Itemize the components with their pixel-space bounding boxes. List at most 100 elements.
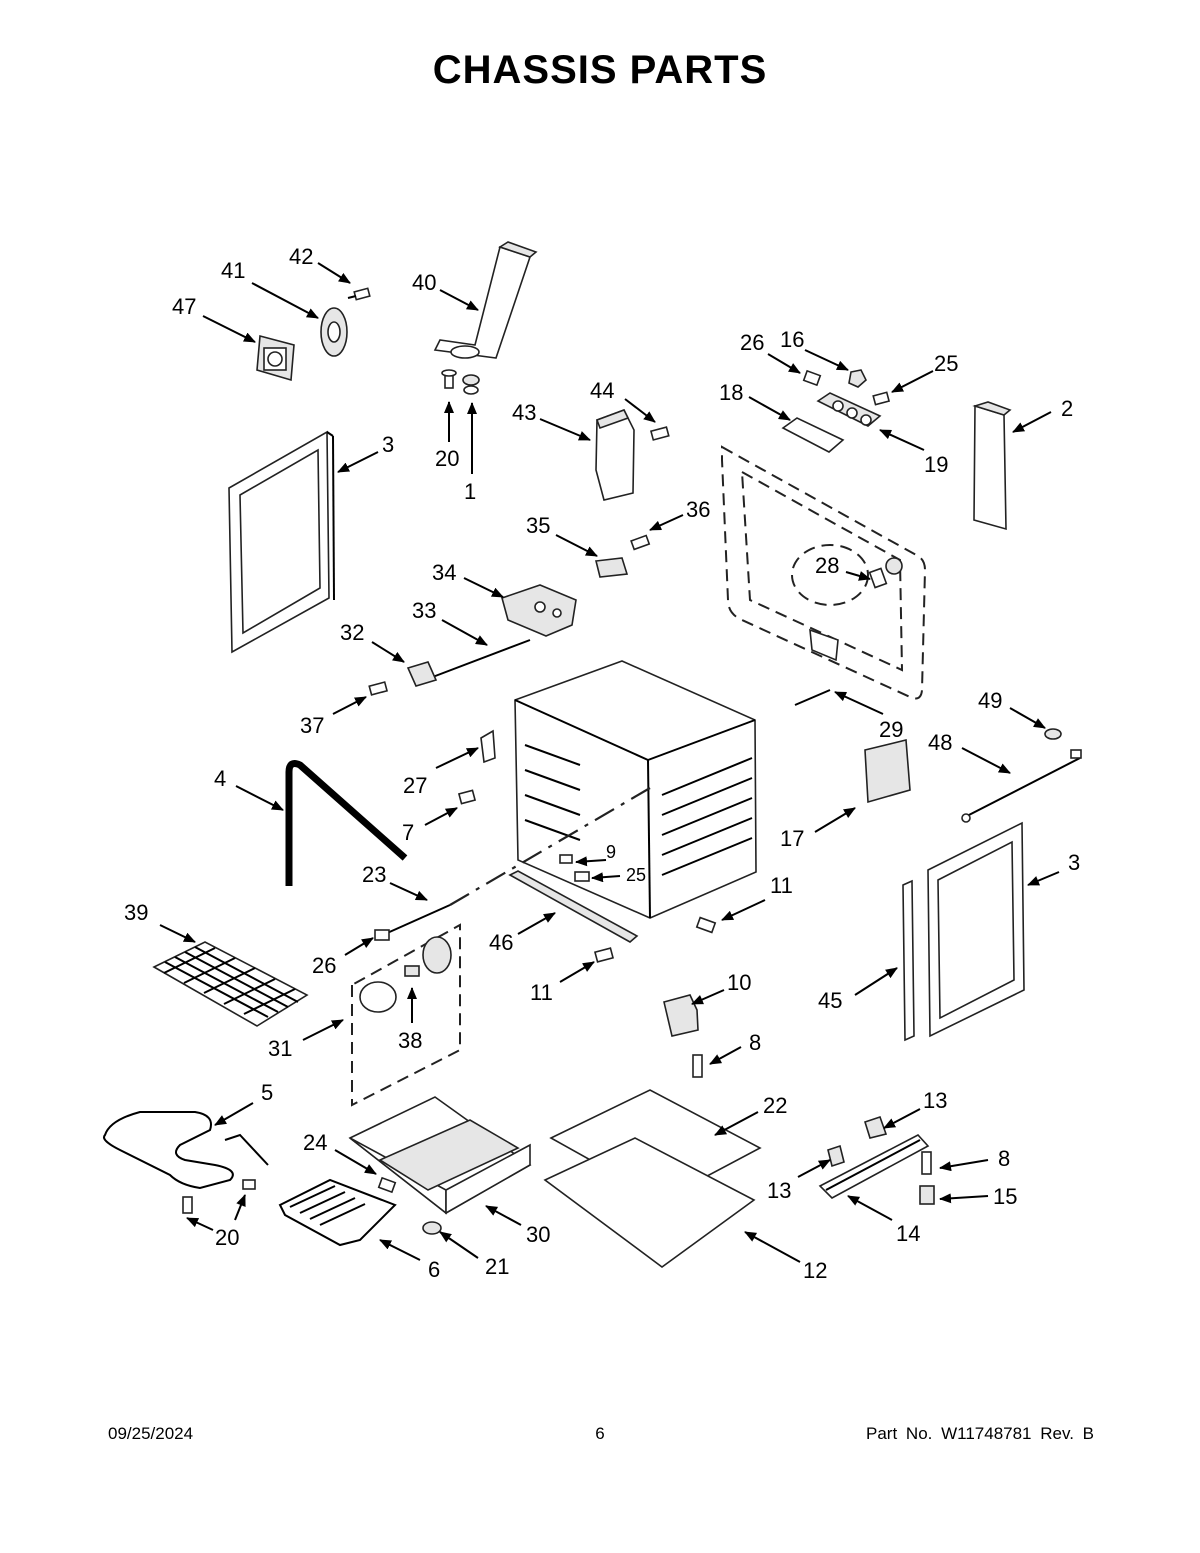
- part-rear-panel-dashed: [721, 445, 927, 700]
- callout-9: 9: [606, 842, 616, 862]
- callout-7: 7: [402, 820, 414, 845]
- callout-11-lower: 11: [530, 980, 553, 1005]
- part-23-rod: [384, 904, 451, 935]
- callout-16: 16: [780, 327, 804, 352]
- part-13-clip-upper: [864, 1115, 888, 1139]
- callout-30: 30: [526, 1222, 550, 1247]
- footer-date: 09/25/2024: [108, 1424, 194, 1443]
- callout-8-mid: 8: [749, 1030, 761, 1055]
- callout-18: 18: [719, 380, 743, 405]
- callout-19: 19: [924, 452, 948, 477]
- callout-31: 31: [268, 1036, 292, 1061]
- callout-17: 17: [780, 826, 804, 851]
- callout-6: 6: [428, 1257, 440, 1282]
- part-bezel: [422, 936, 452, 974]
- callout-3-left: 3: [382, 432, 394, 457]
- part-10-hinge-receptacle: [663, 994, 699, 1037]
- part-40-vent-duct: [433, 241, 538, 359]
- callout-32: 32: [340, 620, 364, 645]
- callout-25-top: 25: [934, 351, 958, 376]
- callout-14: 14: [896, 1221, 920, 1246]
- part-31-knob: [359, 981, 397, 1013]
- part-26-screw-lower: [374, 929, 390, 941]
- part-3-door-frame-right: [927, 821, 1025, 1038]
- callout-47: 47: [172, 294, 196, 319]
- part-34-latch: [501, 584, 577, 637]
- leader-arrows: [159, 262, 1060, 1263]
- callout-40: 40: [412, 270, 436, 295]
- callout-37: 37: [300, 713, 324, 738]
- callout-20-top: 20: [435, 446, 459, 471]
- part-6-broil-element: [278, 1178, 397, 1247]
- callout-25-mid: 25: [626, 865, 646, 885]
- part-5-bake-element: [103, 1111, 269, 1190]
- footer-page-number: 6: [595, 1424, 605, 1443]
- callout-10: 10: [727, 970, 751, 995]
- part-37-screw: [368, 681, 389, 696]
- part-14-slide-rail: [818, 1134, 930, 1199]
- part-36-screw: [630, 534, 651, 551]
- callout-8-right: 8: [998, 1146, 1010, 1171]
- part-18-plate: [781, 417, 845, 453]
- footer-part-number: Part No. W11748781 Rev. B: [866, 1424, 1094, 1443]
- callout-3-right: 3: [1068, 850, 1080, 875]
- part-39-oven-rack: [152, 941, 309, 1027]
- callout-46: 46: [489, 930, 513, 955]
- part-9-screw: [559, 854, 573, 864]
- part-3-door-frame-left: [228, 430, 335, 654]
- part-13-clip-lower: [827, 1144, 845, 1168]
- callout-21: 21: [485, 1254, 509, 1279]
- callout-4: 4: [214, 766, 226, 791]
- part-1-grommet: [462, 374, 480, 395]
- part-44-screw: [649, 426, 670, 441]
- part-20-screw-top: [441, 369, 457, 389]
- callout-35: 35: [526, 513, 550, 538]
- callout-29: 29: [879, 717, 903, 742]
- callout-26-lower: 26: [312, 953, 336, 978]
- callout-1: 1: [464, 479, 476, 504]
- part-26-screw-top: [802, 369, 822, 387]
- callout-23: 23: [362, 862, 386, 887]
- callout-48: 48: [928, 730, 952, 755]
- part-25-screw-top: [872, 391, 891, 406]
- callout-34: 34: [432, 560, 456, 585]
- callout-33: 33: [412, 598, 436, 623]
- callout-13-upper: 13: [923, 1088, 947, 1113]
- part-4-gasket: [285, 760, 408, 886]
- part-35-clip: [595, 557, 629, 578]
- callout-24: 24: [303, 1130, 327, 1155]
- callout-41: 41: [221, 258, 245, 283]
- part-11-screw-lower: [593, 947, 615, 963]
- callout-26-top: 26: [740, 330, 764, 355]
- callout-49: 49: [978, 688, 1002, 713]
- part-25-screw-mid: [574, 871, 590, 882]
- callout-38: 38: [398, 1028, 422, 1053]
- part-24-screw: [377, 1176, 397, 1194]
- part-17-bracket: [864, 739, 911, 804]
- part-20-screw-lower: [182, 1179, 256, 1214]
- part-12-bottom-plate: [543, 1137, 756, 1268]
- part-15-bumper: [919, 1185, 935, 1205]
- part-46-rail: [508, 870, 639, 943]
- callout-27: 27: [403, 773, 427, 798]
- part-8-screw-mid: [692, 1054, 703, 1078]
- rack-guides-right: [661, 757, 753, 876]
- callout-42: 42: [289, 244, 313, 269]
- part-30-drawer-pan: [348, 1096, 532, 1215]
- part-41-fan-blade: [320, 307, 348, 357]
- rack-guides-left: [524, 744, 581, 841]
- callout-43: 43: [512, 400, 536, 425]
- callout-5: 5: [261, 1080, 273, 1105]
- callout-labels: 42 41 47 40 20 1 26 16 25 18 19 2 44 43 …: [124, 244, 1080, 1283]
- part-49-grommet: [1044, 728, 1062, 740]
- callout-28: 28: [815, 553, 839, 578]
- part-8-screw-right: [921, 1151, 932, 1175]
- callout-39: 39: [124, 900, 148, 925]
- part-oven-cavity: [514, 660, 757, 919]
- callout-2: 2: [1061, 396, 1073, 421]
- part-27-hinge-bracket: [480, 729, 496, 764]
- part-38-spring: [404, 965, 420, 977]
- callout-20-lower: 20: [215, 1225, 239, 1250]
- part-28-sensor: [868, 557, 903, 589]
